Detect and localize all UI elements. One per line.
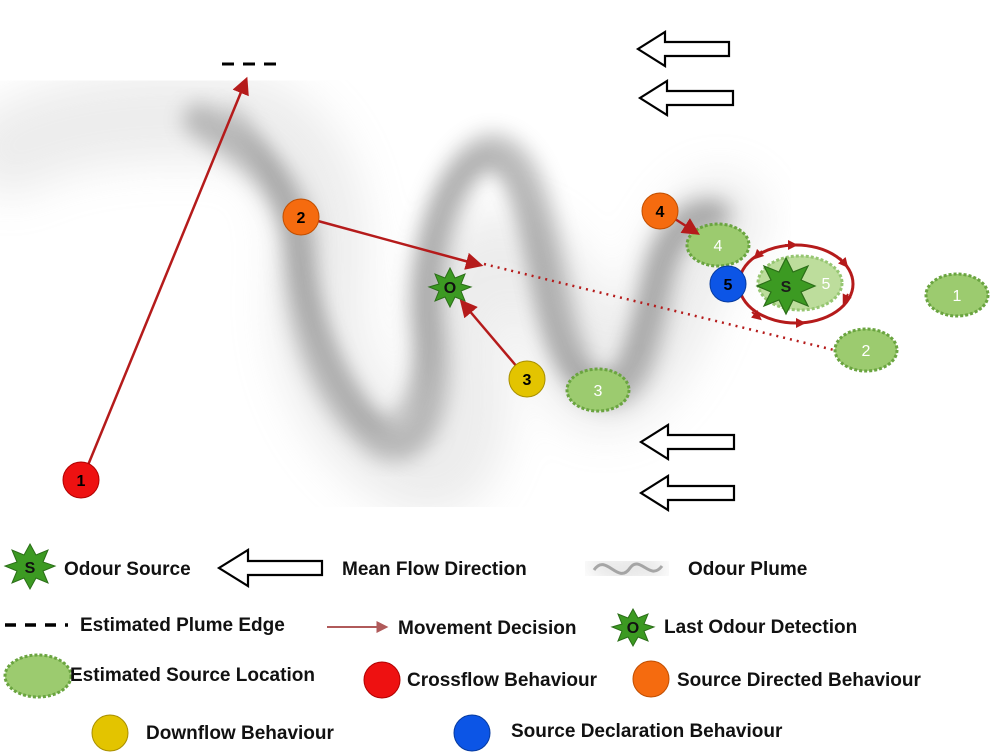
- flow-arrow-top-1: [635, 30, 731, 68]
- marker-declaration: 5: [709, 265, 747, 303]
- marker-crossflow: 1: [62, 461, 100, 499]
- legend-plume-edge: Estimated Plume Edge: [5, 615, 285, 636]
- svg-text:3: 3: [594, 383, 603, 400]
- svg-text:Crossflow Behaviour: Crossflow Behaviour: [407, 670, 598, 691]
- estimated-source-4: 4: [685, 222, 751, 268]
- estimated-source-1: 1: [924, 272, 990, 318]
- legend-source-directed: Source Directed Behaviour: [632, 660, 922, 698]
- estimated-source-2: 2: [833, 327, 899, 373]
- svg-text:5: 5: [724, 277, 733, 294]
- svg-text:Movement Decision: Movement Decision: [398, 618, 576, 639]
- svg-text:S: S: [25, 560, 36, 577]
- svg-text:4: 4: [714, 238, 723, 255]
- svg-text:O: O: [444, 280, 456, 297]
- flow-arrow-top-2: [637, 79, 735, 117]
- svg-text:S: S: [781, 279, 792, 296]
- marker-source-directed-1: 2: [282, 198, 320, 236]
- svg-text:2: 2: [297, 210, 306, 227]
- movement-3-downflow: [459, 299, 519, 369]
- last-detection-star: O: [427, 266, 473, 309]
- flow-arrow-bottom-1: [638, 423, 736, 461]
- marker-source-directed-2: 4: [641, 192, 679, 230]
- legend-declaration: Source Declaration Behaviour: [453, 714, 783, 752]
- svg-text:2: 2: [862, 343, 871, 360]
- svg-text:Mean Flow Direction: Mean Flow Direction: [342, 559, 527, 580]
- svg-text:Downflow Behaviour: Downflow Behaviour: [146, 723, 335, 744]
- svg-text:Source Declaration Behaviour: Source Declaration Behaviour: [511, 721, 783, 742]
- flow-arrow-bottom-2: [638, 474, 736, 512]
- legend-movement: Movement Decision: [327, 618, 576, 639]
- movement-4-directed: [674, 217, 700, 235]
- legend-estimated-source: Estimated Source Location: [3, 653, 315, 699]
- svg-text:1: 1: [77, 473, 86, 490]
- odour-plume: [0, 71, 765, 516]
- marker-downflow: 3: [508, 360, 546, 398]
- svg-text:Source Directed Behaviour: Source Directed Behaviour: [677, 670, 922, 691]
- movement-1-to-edge: [84, 76, 249, 471]
- svg-text:Odour Plume: Odour Plume: [688, 559, 807, 580]
- svg-text:Last Odour Detection: Last Odour Detection: [664, 617, 857, 638]
- legend: S Odour Source Mean Flow Direction Odour…: [3, 542, 922, 752]
- svg-text:Estimated Source Location: Estimated Source Location: [70, 665, 315, 686]
- odour-source-star: S: [755, 256, 817, 316]
- estimated-source-3: 3: [565, 367, 631, 413]
- legend-downflow: Downflow Behaviour: [91, 714, 335, 752]
- svg-text:1: 1: [953, 288, 962, 305]
- movement-2-directed: [317, 219, 484, 270]
- legend-last-detection: O Last Odour Detection: [610, 607, 857, 648]
- legend-odour-source: S Odour Source: [3, 542, 191, 591]
- svg-text:3: 3: [523, 372, 532, 389]
- legend-mean-flow: Mean Flow Direction: [216, 548, 527, 588]
- svg-text:Odour Source: Odour Source: [64, 559, 191, 580]
- svg-text:5: 5: [822, 276, 831, 293]
- svg-text:O: O: [627, 620, 639, 637]
- svg-text:4: 4: [656, 204, 665, 221]
- legend-crossflow: Crossflow Behaviour: [363, 661, 598, 699]
- svg-text:Estimated Plume Edge: Estimated Plume Edge: [80, 615, 285, 636]
- legend-odour-plume: Odour Plume: [588, 558, 807, 580]
